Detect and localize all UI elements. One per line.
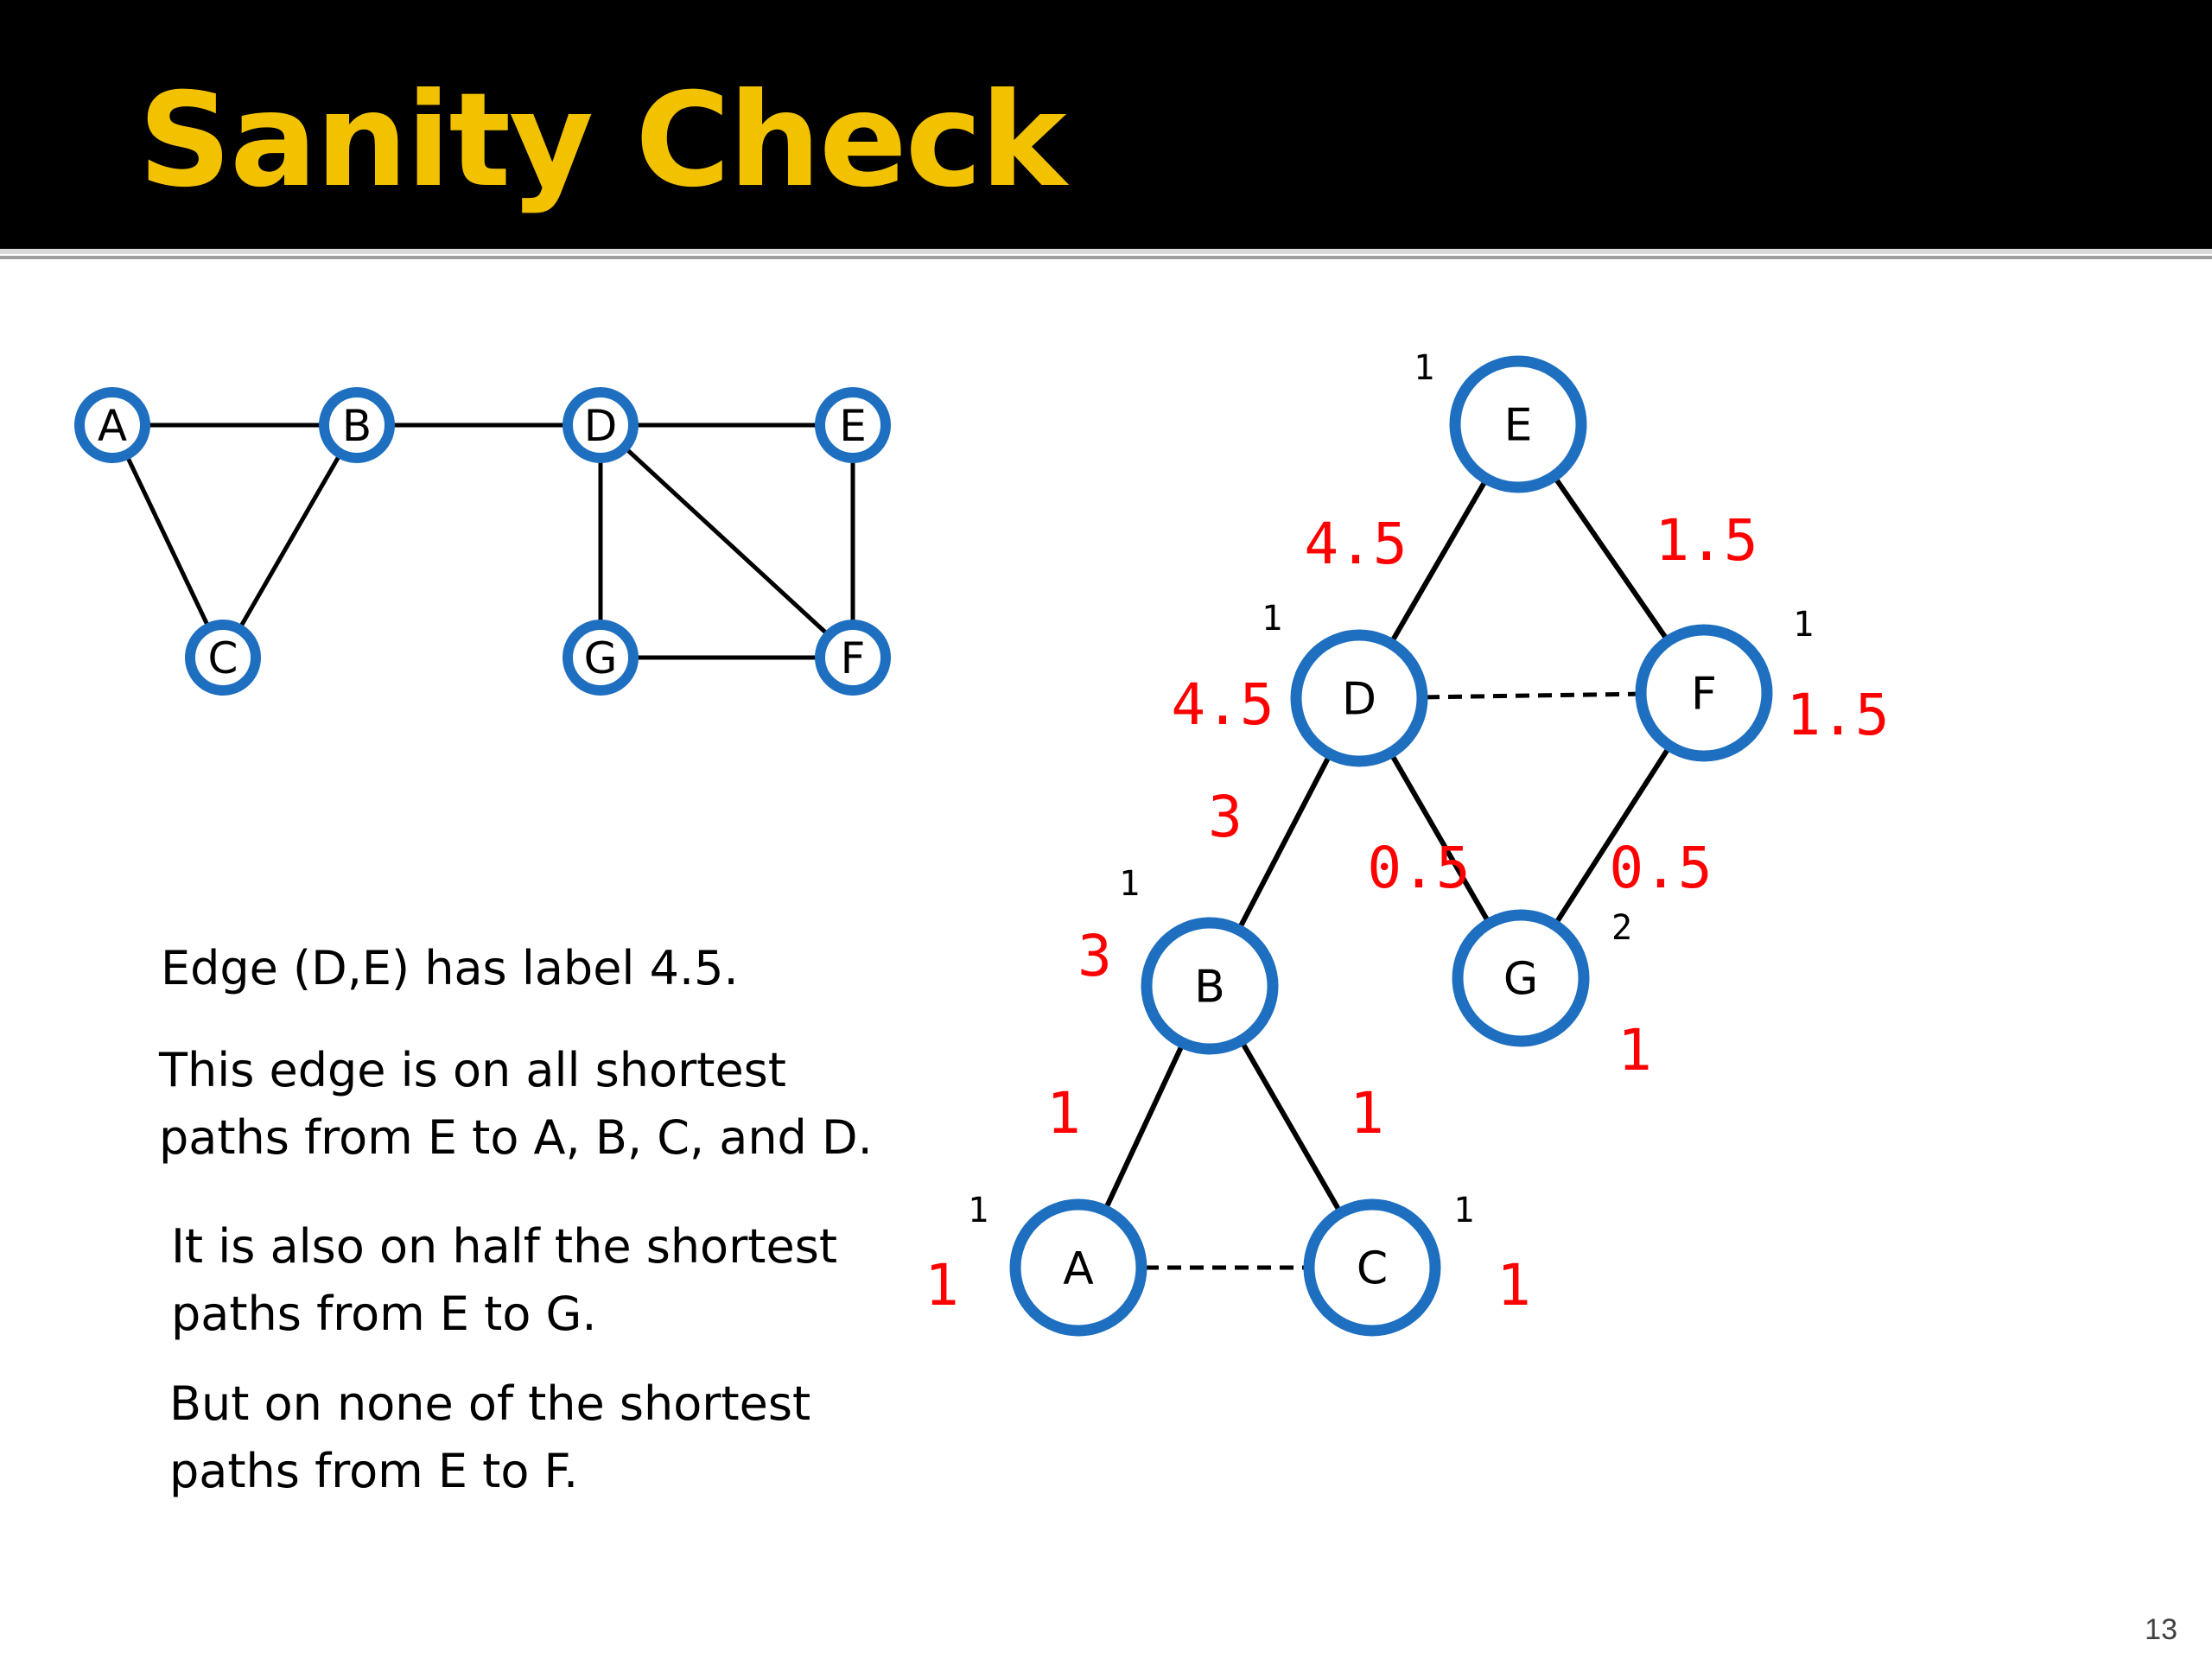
note-2-line-2: paths from E to A, B, C, and D. [159, 1110, 873, 1165]
original-node-c [185, 620, 261, 696]
note-3-line-2: paths from E to G. [171, 1287, 597, 1341]
note-2-line-1: This edge is on all shortest [159, 1043, 786, 1097]
node-credit-g: 1 [1618, 1017, 1652, 1084]
tree-node-f [1635, 624, 1773, 762]
tree-edge-f-g [1554, 747, 1670, 924]
tree-edge-d-g [1389, 754, 1491, 922]
tree-dashed-edge-d-f [1425, 691, 1638, 700]
edge-label-d-b: 3 [1208, 784, 1243, 850]
tree-node-a [1009, 1198, 1147, 1337]
tree-edge-e-d [1390, 480, 1487, 642]
path-count-c: 1 [1453, 1191, 1474, 1230]
original-node-label-a: A [98, 401, 127, 451]
note-4: But on none of the shortest paths from E… [169, 1370, 810, 1505]
title-divider-shadow [0, 256, 2212, 259]
tree-node-g [1452, 909, 1590, 1047]
edge-label-f-g: 0.5 [1609, 835, 1712, 901]
original-graph: A B C D E F G [74, 387, 891, 696]
title-bar [0, 0, 2212, 259]
tree-edge-d-b [1237, 755, 1332, 929]
node-credit-d: 4.5 [1171, 671, 1274, 738]
node-credit-f: 1.5 [1786, 682, 1889, 748]
original-edge-d-f [623, 445, 830, 638]
tree-node-e [1449, 355, 1587, 493]
original-node-label-d: D [584, 401, 618, 451]
original-node-label-e: E [839, 401, 867, 451]
original-edge-b-c [237, 452, 343, 631]
original-node-e [815, 387, 891, 463]
edge-label-b-c: 1 [1350, 1080, 1384, 1147]
tree-node-label-f: F [1691, 669, 1717, 721]
edge-label-e-f: 1.5 [1655, 507, 1758, 574]
node-credit-b: 3 [1077, 923, 1112, 989]
original-node-label-g: G [584, 633, 618, 683]
slide-title: Sanity Check [138, 66, 1066, 216]
node-credit-a: 1 [925, 1252, 959, 1319]
edge-label-e-d: 4.5 [1304, 511, 1407, 577]
tree-edge-b-a [1103, 1045, 1185, 1209]
tree-node-b [1141, 917, 1279, 1055]
tree-node-label-g: G [1503, 954, 1538, 1006]
path-count-e: 1 [1414, 348, 1434, 388]
title-divider [0, 249, 2212, 254]
note-3: It is also on half the shortest paths fr… [171, 1213, 837, 1348]
note-4-line-1: But on none of the shortest [169, 1376, 811, 1431]
path-count-a: 1 [968, 1191, 988, 1230]
note-1: Edge (D,E) has label 4.5. [161, 935, 739, 1002]
tree-edge-e-f [1554, 477, 1669, 640]
path-count-b: 1 [1119, 864, 1140, 904]
original-node-b [319, 387, 395, 463]
path-count-f: 1 [1793, 605, 1814, 645]
tree-node-label-e: E [1504, 400, 1533, 452]
tree-node-d [1290, 629, 1428, 767]
original-node-f [815, 620, 891, 696]
note-2: This edge is on all shortest paths from … [159, 1037, 873, 1172]
note-4-line-2: paths from E to F. [169, 1444, 579, 1498]
tree-node-label-a: A [1063, 1243, 1094, 1295]
path-count-d: 1 [1262, 599, 1282, 639]
original-node-label-f: F [841, 633, 866, 683]
original-node-g [563, 620, 639, 696]
original-node-label-b: B [342, 401, 372, 451]
note-3-line-1: It is also on half the shortest [171, 1219, 838, 1274]
original-node-d [563, 387, 639, 463]
edge-label-d-g: 0.5 [1367, 835, 1470, 901]
edge-label-b-a: 1 [1046, 1080, 1081, 1147]
original-edge-a-c [124, 454, 211, 629]
original-node-a [74, 387, 150, 463]
tree-node-label-c: C [1357, 1243, 1388, 1295]
node-credit-c: 1 [1497, 1252, 1531, 1319]
note-1-line-1: Edge (D,E) has label 4.5. [161, 941, 739, 995]
original-node-label-c: C [208, 633, 238, 683]
tree-node-label-b: B [1194, 962, 1225, 1014]
path-count-g: 2 [1611, 908, 1632, 948]
page-number: 13 [2145, 1613, 2177, 1646]
tree-node-c [1303, 1198, 1441, 1337]
tree-edge-b-c [1240, 1042, 1342, 1211]
tree-node-label-d: D [1342, 674, 1376, 726]
